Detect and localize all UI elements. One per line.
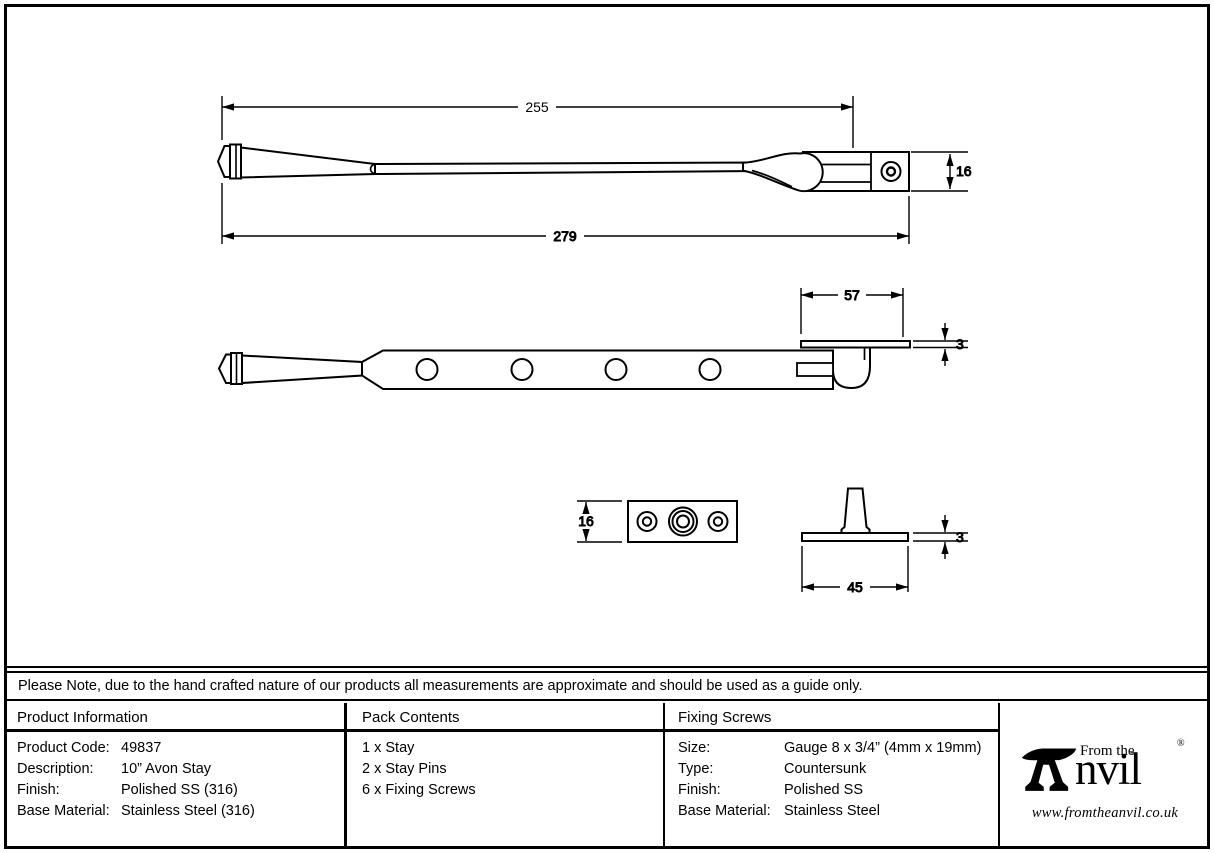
note-row: Please Note, due to the hand crafted nat…	[7, 671, 1207, 701]
base-material-value: Stainless Steel (316)	[121, 803, 255, 819]
stay-end-slot	[796, 362, 834, 377]
dim-label-3-keep: 3	[956, 336, 964, 352]
dim-label-16-bracket: 16	[956, 163, 972, 179]
handle-cone-plan	[241, 354, 363, 385]
dimension-57	[800, 288, 904, 337]
screw-type-label: Type:	[678, 761, 714, 777]
dimension-3-keep	[913, 323, 968, 366]
stay-hole-3	[604, 358, 628, 381]
stay-plan-view: 57 3	[217, 287, 968, 390]
table-header-row	[7, 703, 999, 732]
dimension-3-pin	[913, 515, 968, 559]
dim-label-3-pin: 3	[956, 529, 964, 545]
handle-cone-side	[240, 146, 376, 179]
dimension-45	[801, 546, 909, 592]
brand-logo-cell: From the nvil ® www.fromtheanvil.co.uk	[999, 703, 1208, 847]
brand-prefix-text: From the	[1080, 743, 1135, 759]
pack-item-3: 6 x Fixing Screws	[362, 782, 476, 798]
dim-label-57: 57	[844, 287, 860, 303]
stay-hole-4	[698, 358, 722, 381]
screw-finish-value: Polished SS	[784, 782, 863, 798]
dimension-255	[221, 96, 854, 148]
brand-website: www.fromtheanvil.co.uk	[1031, 805, 1179, 821]
dimension-279	[221, 183, 910, 244]
dim-label-16-keep: 16	[578, 513, 594, 529]
keep-plate-top-view: 16	[577, 500, 738, 543]
stay-arm-side	[374, 161, 758, 176]
screw-material-value: Stainless Steel	[784, 803, 880, 819]
dimension-16-bracket	[911, 151, 968, 192]
handle-tip-plan	[217, 353, 232, 384]
keep-plate-side	[800, 340, 911, 349]
stay-side-view: 255	[216, 96, 972, 245]
screw-size-value: Gauge 8 x 3/4” (4mm x 19mm)	[784, 740, 982, 756]
finish-value: Polished SS (316)	[121, 782, 238, 798]
column-divider-1	[344, 703, 347, 847]
arm-teardrop-end	[742, 152, 824, 193]
brand-name-text: nvil	[1075, 744, 1142, 794]
dim-label-255: 255	[525, 99, 549, 115]
anvil-icon	[1021, 748, 1077, 791]
header-fixing-screws: Fixing Screws	[678, 709, 772, 726]
pin-base-plate	[801, 532, 909, 542]
rivet-center	[885, 166, 897, 177]
pack-item-1: 1 x Stay	[362, 740, 415, 756]
column-divider-2	[662, 703, 665, 847]
screw-finish-label: Finish:	[678, 782, 721, 798]
header-pack-contents: Pack Contents	[362, 709, 460, 726]
screw-material-label: Base Material:	[678, 803, 771, 819]
from-the-anvil-logo: From the nvil ® www.fromtheanvil.co.uk	[1020, 735, 1190, 830]
column-divider-3	[997, 703, 1000, 847]
pack-item-2: 2 x Stay Pins	[362, 761, 447, 777]
product-code-label: Product Code:	[17, 740, 110, 756]
note-text: Please Note, due to the hand crafted nat…	[18, 678, 863, 694]
screw-type-value: Countersunk	[784, 761, 867, 777]
stay-hole-1	[415, 358, 439, 381]
screw-size-label: Size:	[678, 740, 711, 756]
base-material-label: Base Material:	[17, 803, 110, 819]
drawing-area-divider	[7, 666, 1207, 668]
technical-drawing: 255	[216, 96, 972, 596]
stay-pin-side-view: 3 45	[801, 487, 968, 596]
description-label: Description:	[17, 761, 94, 777]
registered-mark: ®	[1177, 738, 1185, 749]
description-value: 10” Avon Stay	[121, 761, 212, 777]
handle-tip-side	[216, 145, 231, 178]
handle-cap-arc	[369, 163, 378, 175]
pin-cone	[840, 487, 871, 534]
dim-label-279: 279	[553, 228, 577, 244]
header-product-information: Product Information	[17, 709, 148, 726]
stay-hole-2	[510, 358, 534, 381]
product-code-value: 49837	[121, 740, 162, 756]
dimension-16-keep	[577, 500, 622, 543]
dim-label-45: 45	[847, 579, 863, 595]
finish-label: Finish:	[17, 782, 60, 798]
